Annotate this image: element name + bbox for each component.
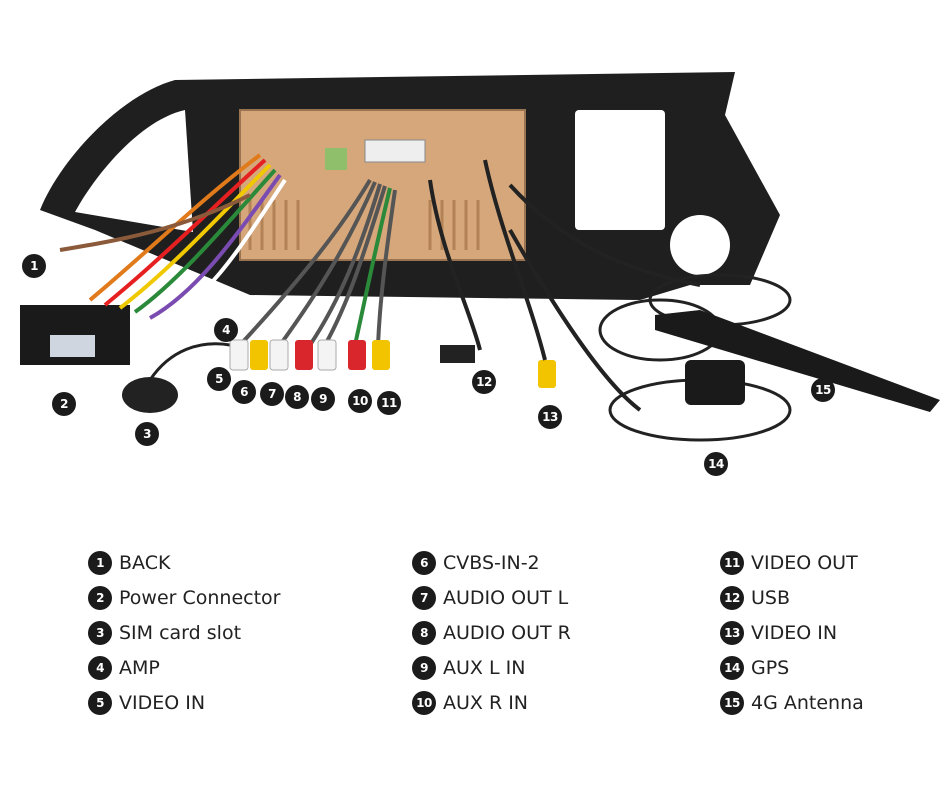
callout-10: 10 — [348, 389, 372, 413]
callout-13: 13 — [538, 405, 562, 429]
sim-module — [122, 377, 178, 413]
callout-15: 15 — [811, 378, 835, 402]
sticker — [325, 148, 347, 170]
callout-14: 14 — [704, 452, 728, 476]
callout-2: 2 — [52, 392, 76, 416]
callout-12: 12 — [472, 370, 496, 394]
4g-antenna-body — [655, 310, 940, 412]
rca-cables — [238, 178, 397, 347]
callout-11: 11 — [377, 391, 401, 415]
wire-harness — [59, 153, 287, 324]
callout-6: 6 — [232, 380, 256, 404]
usb-plug — [440, 345, 475, 363]
callout-8: 8 — [285, 385, 309, 409]
rca-plugs — [229, 339, 556, 388]
connector-block — [364, 139, 426, 163]
callout-4: 4 — [214, 318, 238, 342]
bezel-cutout-round — [670, 215, 730, 275]
gps-antenna-body — [685, 360, 745, 405]
power-connector-label — [50, 335, 95, 357]
callout-7: 7 — [260, 382, 284, 406]
bezel-cutout-right — [575, 110, 665, 230]
callout-3: 3 — [135, 422, 159, 446]
callout-9: 9 — [311, 387, 335, 411]
head-unit-illustration — [20, 72, 940, 442]
head-unit-diagram: 1 2 3 4 5 6 7 8 9 10 11 12 13 14 15 — [20, 72, 940, 476]
bezel-cutout-left — [75, 110, 193, 232]
callout-1: 1 — [22, 254, 46, 278]
callout-5: 5 — [207, 367, 231, 391]
